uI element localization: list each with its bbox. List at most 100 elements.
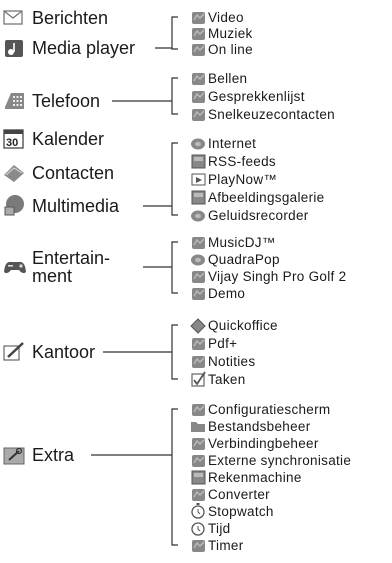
submenu-item: Snelkeuzecontacten <box>192 107 335 122</box>
submenu-item-label: Converter <box>208 487 270 502</box>
menu-item-label: Contacten <box>32 163 114 183</box>
submenu-item: Afbeeldingsgalerie <box>191 190 324 205</box>
submenu-item: Rekenmachine <box>191 470 302 485</box>
submenu-item-label: Timer <box>208 538 244 553</box>
calendar-icon: 30 <box>3 129 24 149</box>
connection-icon <box>192 438 205 450</box>
submenu-item-label: Snelkeuzecontacten <box>208 107 335 122</box>
menu-item-label: Kantoor <box>32 342 95 362</box>
submenu-item-label: Demo <box>208 286 245 301</box>
music-note-icon <box>5 40 23 57</box>
submenu-item-label: Verbindingbeheer <box>208 436 319 451</box>
submenu-item-label: MusicDJ™ <box>208 235 276 250</box>
golf-icon <box>192 271 205 283</box>
menu-item-berichten: Berichten <box>3 8 108 28</box>
menu-item-label: Kalender <box>32 129 104 149</box>
submenu-item: Video <box>192 10 244 25</box>
submenu-item: Bestandsbeheer <box>191 419 311 434</box>
quadrapop-icon <box>191 254 205 266</box>
extras-icon <box>3 447 25 465</box>
submenu-item-label: Pdf+ <box>208 336 237 351</box>
submenu-item-label: Gesprekkenlijst <box>208 89 305 104</box>
menu-item-label: Telefoon <box>32 91 100 111</box>
clock-icon <box>191 522 205 536</box>
submenu-item: Converter <box>192 487 270 502</box>
submenu-item-label: RSS-feeds <box>208 154 276 169</box>
submenu-item: Taken <box>191 371 246 387</box>
internet-icon <box>191 138 205 150</box>
menu-item-label: Berichten <box>32 8 108 28</box>
notes-icon <box>192 356 205 368</box>
notepad-pencil-icon <box>3 342 24 361</box>
submenu-item-label: Notities <box>208 354 255 369</box>
submenu-item-label: Bestandsbeheer <box>208 419 311 434</box>
submenu-item-label: On line <box>208 42 253 57</box>
submenu-item: PlayNow™ <box>191 172 277 187</box>
submenu-item: Quickoffice <box>190 318 278 334</box>
submenu-item-label: Configuratiescherm <box>208 402 330 417</box>
playnow-icon <box>191 173 206 186</box>
submenu-item-label: Muziek <box>208 26 253 41</box>
demo-icon <box>192 288 205 300</box>
bracket <box>171 408 178 546</box>
quickoffice-icon <box>190 318 206 334</box>
recorder-icon <box>191 210 205 222</box>
task-check-icon <box>191 371 206 387</box>
submenu-item: MusicDJ™ <box>192 235 276 250</box>
submenu-item: RSS-feeds <box>191 154 276 169</box>
call-list-icon <box>192 91 205 103</box>
menu-item-label: Multimedia <box>32 196 120 216</box>
speed-dial-icon <box>192 109 205 121</box>
bracket <box>171 324 178 380</box>
gamepad-icon <box>4 261 26 274</box>
submenu-item: On line <box>192 42 253 57</box>
globe-note-icon <box>192 44 205 56</box>
submenu-item-label: QuadraPop <box>208 252 280 267</box>
submenu-item: Pdf+ <box>192 336 237 351</box>
submenu-item: Stopwatch <box>191 503 274 519</box>
menu-item-label: Extra <box>32 445 75 465</box>
submenu-item: Demo <box>192 286 245 301</box>
music-icon <box>192 28 205 40</box>
converter-icon <box>192 489 205 501</box>
submenu-item-label: Externe synchronisatie <box>208 453 351 468</box>
submenu-item: Externe synchronisatie <box>192 453 351 468</box>
submenu-item-label: Video <box>208 10 244 25</box>
gallery-icon <box>191 190 206 205</box>
calculator-icon <box>191 470 206 485</box>
menu-item-label: Media player <box>32 38 135 58</box>
bracket <box>171 77 178 115</box>
settings-icon <box>192 404 205 416</box>
submenu-item-label: Stopwatch <box>208 504 274 519</box>
submenu-item-label: Taken <box>208 372 246 387</box>
submenu-item: Notities <box>192 354 255 369</box>
submenu-item-label: Internet <box>208 136 256 151</box>
submenu-item: Bellen <box>192 71 247 86</box>
svg-text:30: 30 <box>6 137 18 149</box>
submenu-item: Tijd <box>191 521 230 536</box>
submenu-item-label: Rekenmachine <box>208 470 302 485</box>
video-camera-icon <box>192 12 205 24</box>
submenu-item: Internet <box>191 136 256 151</box>
menu-item-telefoon: Telefoon BellenGesprekkenlijstSnelkeuzeco… <box>5 71 335 122</box>
submenu-item-label: Bellen <box>208 71 247 86</box>
bracket <box>171 241 178 294</box>
submenu-item: Gesprekkenlijst <box>192 89 305 104</box>
menu-item-kalender: 30 Kalender <box>3 129 104 149</box>
musicdj-icon <box>192 237 205 249</box>
submenu-item-label: PlayNow™ <box>208 172 277 187</box>
contacts-book-icon <box>4 165 24 182</box>
submenu-item: Vijay Singh Pro Golf 2 <box>192 269 346 284</box>
multimedia-icon <box>4 195 24 216</box>
pdf-icon <box>192 338 205 350</box>
bracket <box>171 16 178 50</box>
submenu-item: QuadraPop <box>191 252 280 267</box>
submenu-item: Verbindingbeheer <box>192 436 319 451</box>
envelope-icon <box>3 10 23 25</box>
submenu-item-label: Vijay Singh Pro Golf 2 <box>208 269 346 284</box>
menu-item-extra: Extra ConfiguratieschermBestandsbeheerVer… <box>3 402 351 553</box>
submenu-item-label: Afbeeldingsgalerie <box>208 190 324 205</box>
